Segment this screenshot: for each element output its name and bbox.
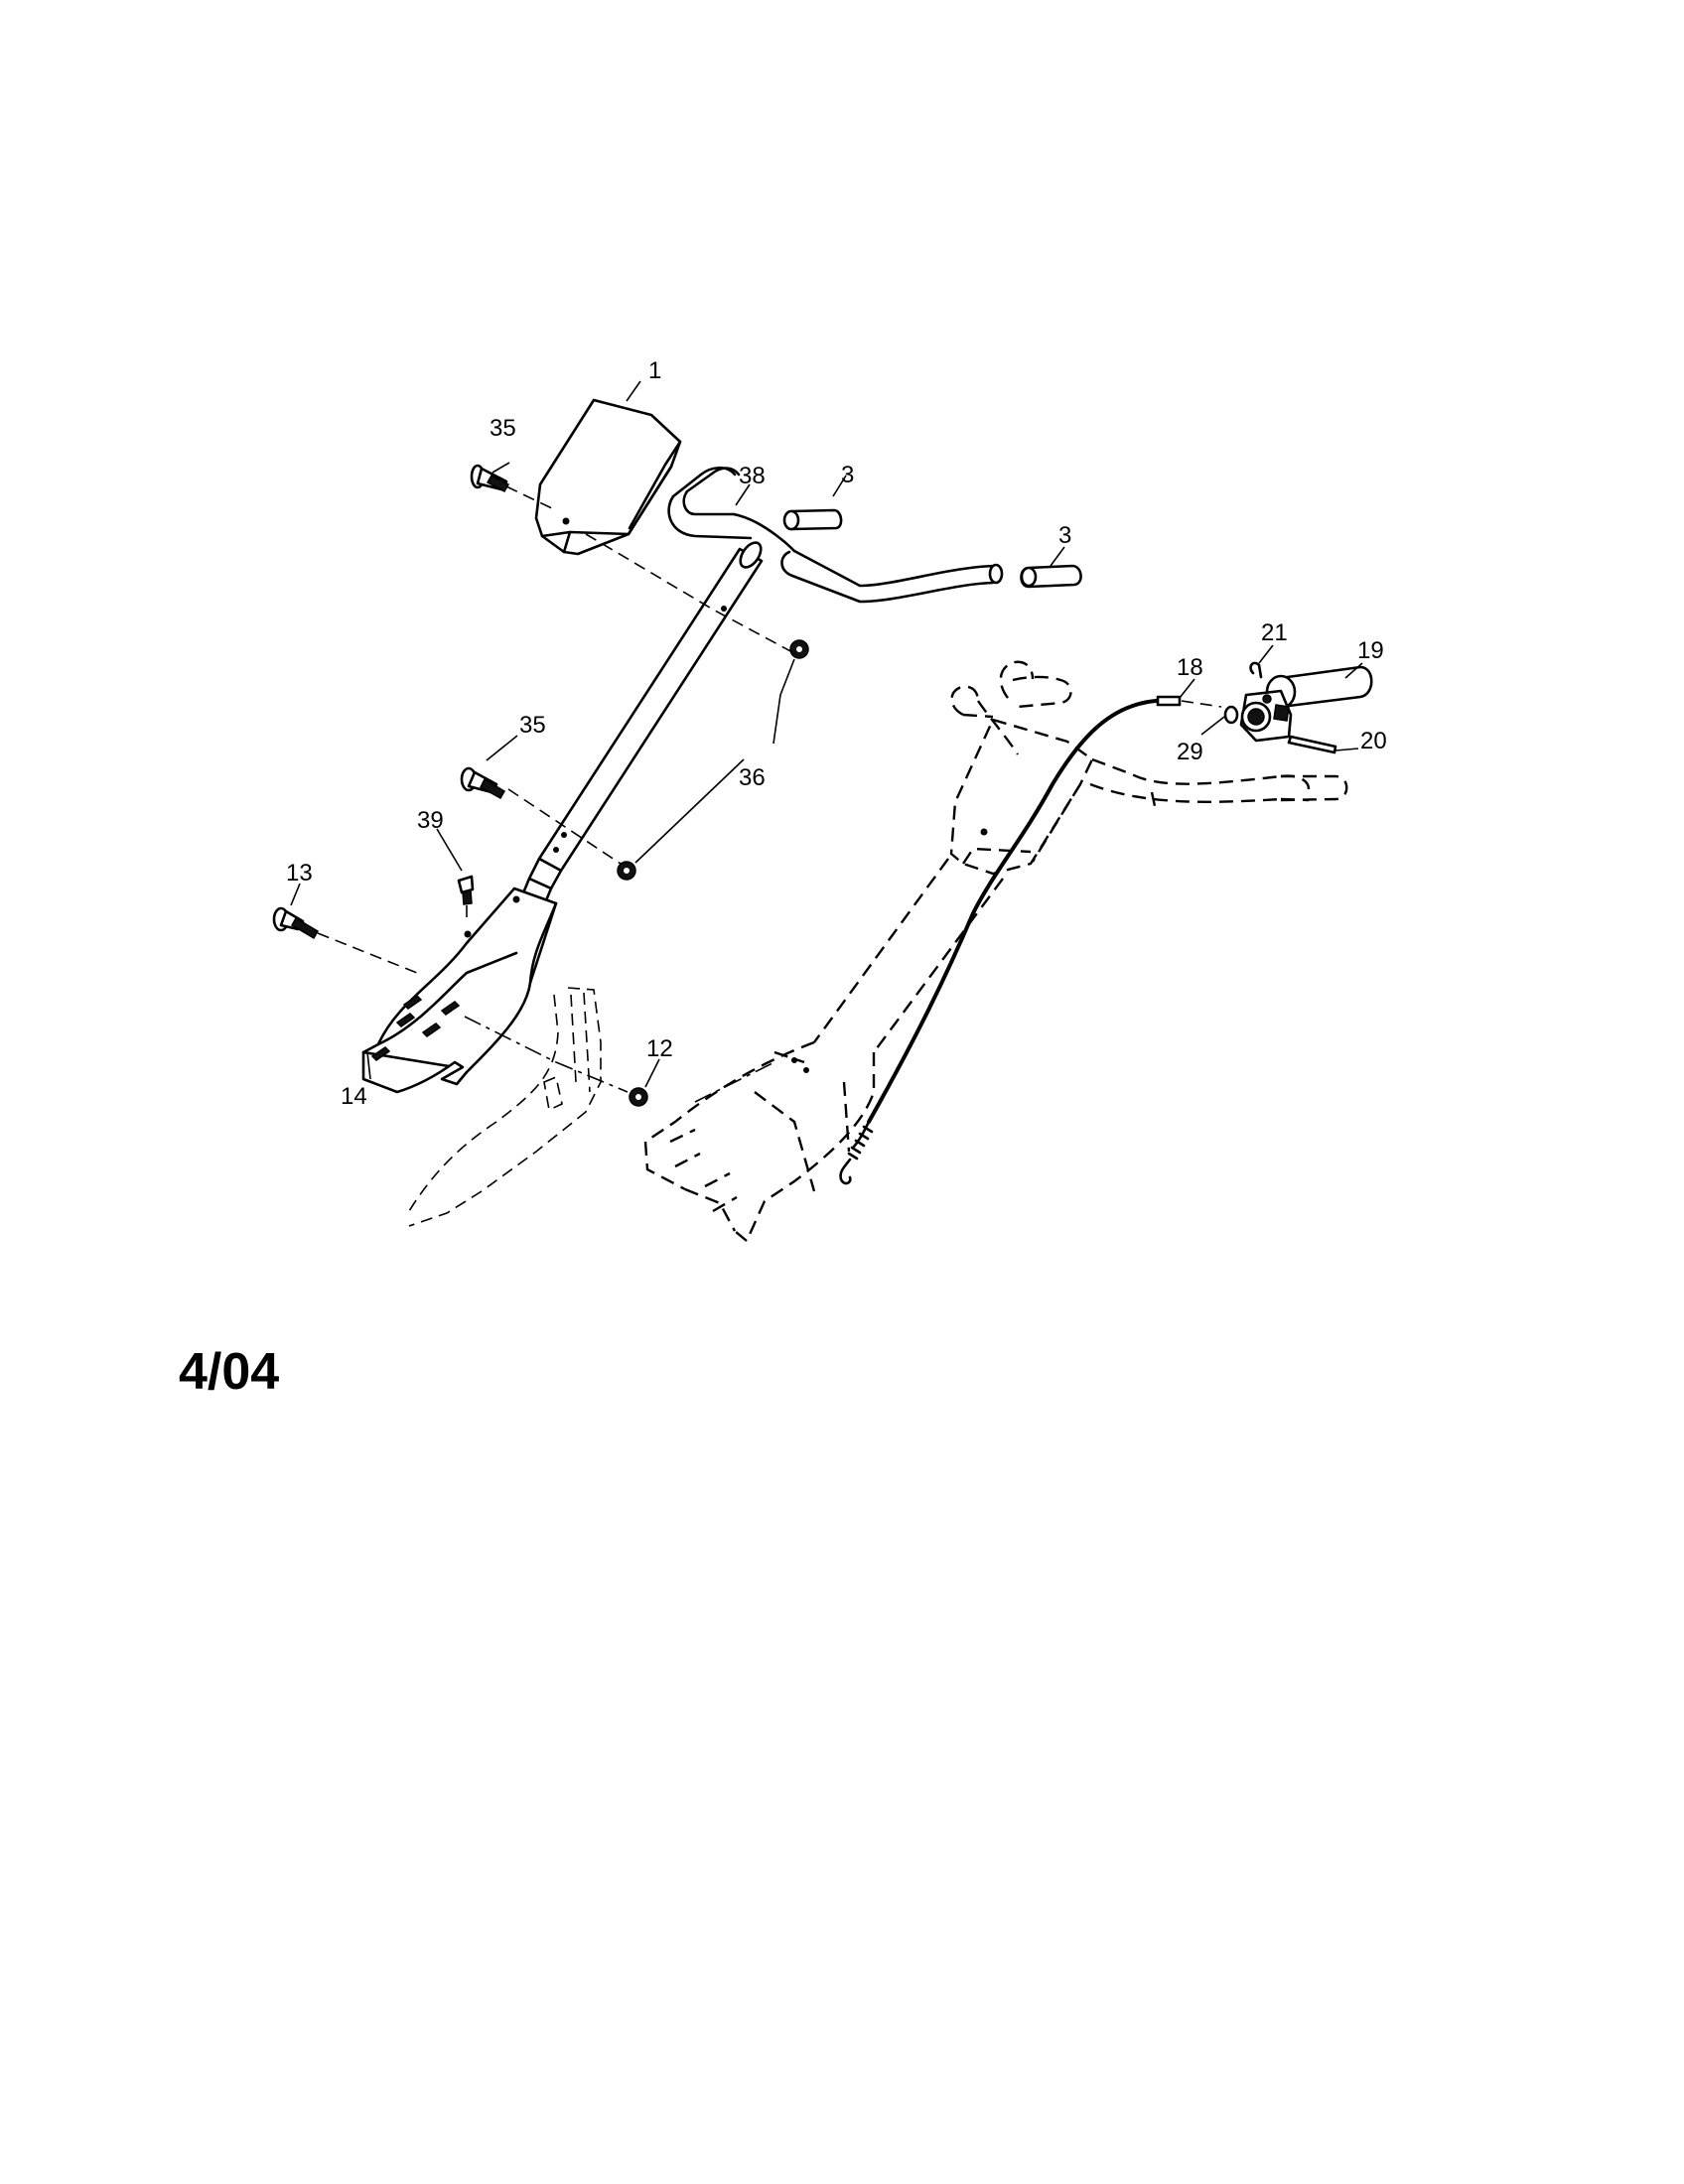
callout-35-upper: 35 bbox=[490, 415, 516, 442]
upper-handle-tube bbox=[537, 541, 764, 873]
callout-3-left: 3 bbox=[841, 462, 854, 488]
hand-grip-part-3b bbox=[1020, 564, 1082, 589]
nut-part-36b bbox=[617, 861, 636, 881]
callout-21: 21 bbox=[1261, 619, 1288, 646]
bolt-part-35b bbox=[460, 766, 506, 800]
ring-part-29 bbox=[1223, 705, 1239, 725]
clip-part-21 bbox=[1249, 661, 1263, 679]
fitting-part-39 bbox=[457, 875, 475, 905]
leader-lines-right bbox=[1179, 644, 1363, 751]
callout-35-lower: 35 bbox=[519, 712, 546, 739]
callout-20: 20 bbox=[1360, 728, 1387, 754]
callout-1: 1 bbox=[648, 357, 661, 384]
callout-39: 39 bbox=[417, 807, 444, 834]
callout-3-right: 3 bbox=[1058, 522, 1071, 549]
rod-part-20 bbox=[1287, 735, 1337, 754]
control-housing bbox=[1239, 689, 1293, 743]
callout-14: 14 bbox=[341, 1083, 367, 1110]
date-code: 4/04 bbox=[179, 1343, 279, 1401]
leader-lines-left bbox=[290, 380, 1065, 1093]
handlebar-part-38 bbox=[667, 466, 1004, 604]
callout-12: 12 bbox=[646, 1035, 673, 1062]
callout-29: 29 bbox=[1177, 739, 1203, 765]
bolt-part-35a bbox=[470, 464, 510, 493]
callout-13: 13 bbox=[286, 860, 313, 887]
callout-38: 38 bbox=[739, 463, 766, 489]
lower-handle-bracket-part-14 bbox=[361, 887, 558, 1094]
nut-part-12 bbox=[629, 1087, 648, 1107]
phantom-handle-assembly-right bbox=[643, 660, 1348, 1243]
hand-grip-part-3a bbox=[782, 508, 843, 531]
callout-18: 18 bbox=[1177, 654, 1203, 681]
callout-19: 19 bbox=[1357, 637, 1384, 664]
bolt-part-13 bbox=[272, 906, 320, 940]
callout-36: 36 bbox=[739, 764, 766, 791]
console-cover-part-1 bbox=[534, 398, 682, 556]
nut-part-36a bbox=[789, 639, 809, 659]
control-cable-part-18 bbox=[839, 695, 1182, 1185]
